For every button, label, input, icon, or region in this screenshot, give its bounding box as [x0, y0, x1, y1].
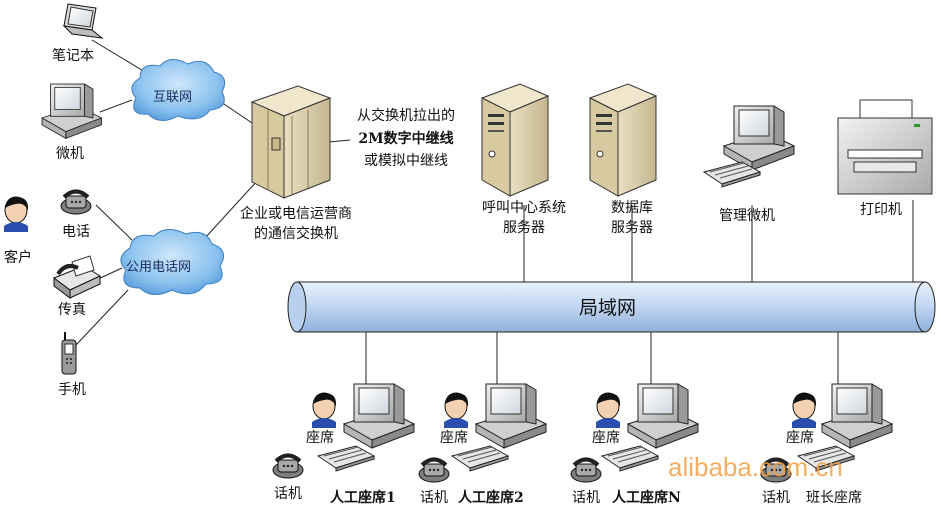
agent-keyboard-icon	[451, 445, 509, 472]
agent-station-1	[271, 383, 415, 480]
printer-icon	[837, 99, 933, 195]
telephone-icon	[59, 189, 93, 216]
printer-label: 打印机	[860, 202, 902, 218]
pc-icon	[41, 83, 102, 139]
lan-label: 局域网	[579, 297, 637, 319]
agent-seat-label: 座席	[592, 430, 620, 446]
agent-phone-label: 话机	[762, 490, 790, 506]
mobile-label: 手机	[58, 382, 86, 398]
switch-cabinet-icon	[250, 85, 332, 199]
agent-keyboard-icon	[317, 445, 375, 472]
trunk-label-line3: 或模拟中继线	[364, 153, 448, 169]
agent-head-icon	[595, 392, 621, 429]
agent-head-icon	[791, 392, 817, 429]
lan-pipe	[287, 281, 936, 333]
internet-label: 互联网	[153, 90, 193, 105]
agent-phone-label: 话机	[420, 490, 448, 506]
agent-seat-label: 座席	[440, 430, 468, 446]
watermark: alibaba.com.cn	[668, 452, 843, 482]
switch-label-line2: 的通信交换机	[254, 226, 338, 242]
fax-label: 传真	[58, 302, 86, 318]
trunk-label-line2: 2M数字中继线	[358, 131, 454, 147]
agent-head-icon	[443, 392, 469, 429]
fax-icon	[52, 255, 102, 299]
call-center-server-icon	[481, 83, 549, 197]
agent-phone-icon	[569, 457, 603, 484]
callcenter-label-line1: 呼叫中心系统	[482, 200, 566, 216]
agent-pc-icon	[821, 383, 893, 449]
switch-label-line1: 企业或电信运营商	[240, 206, 352, 222]
agent-station-2	[417, 383, 547, 484]
customer-label: 客户	[4, 250, 32, 266]
agent-head-icon	[311, 392, 337, 429]
phone-label: 电话	[62, 224, 90, 240]
agent-pc-icon	[475, 383, 547, 449]
internet-cloud	[131, 59, 226, 121]
pc-label: 微机	[56, 146, 84, 162]
pstn-label: 公用电话网	[126, 260, 192, 275]
laptop-label: 笔记本	[52, 48, 94, 64]
agent-keyboard-icon	[601, 445, 659, 472]
database-server-icon	[589, 83, 657, 197]
laptop-icon	[62, 3, 104, 39]
mobile-phone-icon	[61, 332, 77, 375]
admin-pc-icon	[723, 105, 795, 171]
agent-seat-label: 座席	[786, 430, 814, 446]
agent-name-label: 人工座席N	[612, 490, 681, 506]
agent-phone-label: 话机	[572, 490, 600, 506]
db-label-line1: 数据库	[611, 200, 653, 216]
agent-seat-label: 座席	[306, 430, 334, 446]
pstn-cloud	[120, 229, 225, 295]
customer-icon	[3, 196, 29, 233]
agent-name-label: 人工座席1	[330, 490, 396, 506]
db-label-line2: 服务器	[611, 220, 653, 236]
agent-phone-icon	[271, 453, 305, 480]
agent-pc-icon	[627, 383, 699, 449]
admin-label: 管理微机	[719, 208, 775, 224]
agent-name-label: 班长座席	[806, 490, 862, 506]
callcenter-label-line2: 服务器	[503, 220, 545, 236]
agent-phone-label: 话机	[274, 486, 302, 502]
trunk-label-line1: 从交换机拉出的	[357, 108, 455, 124]
agent-phone-icon	[417, 457, 451, 484]
agent-name-label: 人工座席2	[458, 490, 524, 506]
agent-pc-icon	[343, 383, 415, 449]
